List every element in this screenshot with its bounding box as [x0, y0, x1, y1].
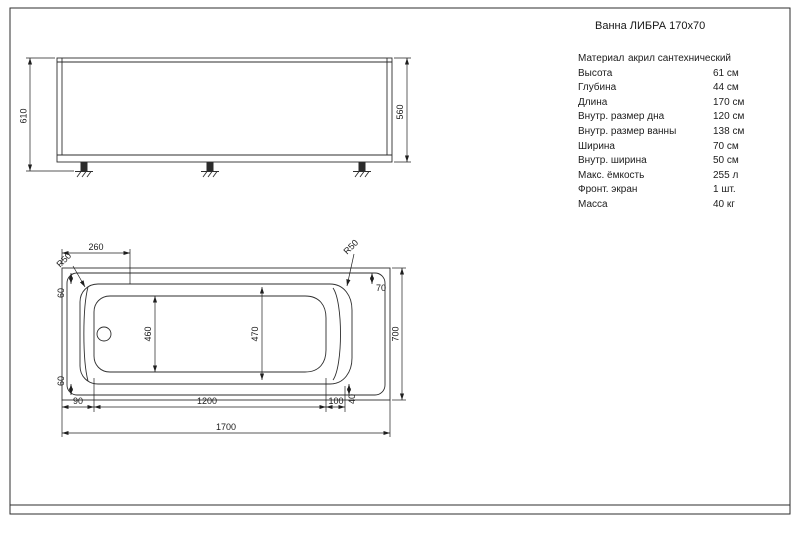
front-panel-outline — [56, 57, 393, 163]
spec-row: Ширина 70 см — [578, 141, 790, 156]
basin-top-edge — [79, 283, 353, 385]
spec-row: Макс. ёмкость 255 л — [578, 170, 790, 185]
spec-value: акрил сантехнический — [628, 53, 732, 64]
front-dimension-lines — [26, 57, 411, 172]
spec-label: Ширина — [578, 140, 615, 152]
spec-value: 61 см — [713, 67, 739, 79]
spec-label: Внутр. размер ванны — [578, 125, 677, 137]
dim-corner-bottom-right: 40 — [347, 394, 357, 404]
sheet-frame — [9, 7, 791, 515]
spec-value: 170 см — [713, 96, 745, 108]
bath-feet — [75, 162, 371, 178]
spec-row: Внутр. размер ванны 138 см — [578, 126, 790, 141]
spec-value: 70 см — [713, 140, 739, 152]
basin-floor-edge — [93, 295, 327, 373]
tub-outer-outline — [61, 267, 391, 401]
spec-value: 255 л — [713, 169, 739, 181]
basin-wall-left-curve — [83, 286, 89, 382]
dim-overall-width: 700 — [391, 326, 401, 341]
drain-hole — [96, 326, 112, 342]
spec-label: Высота — [578, 67, 613, 79]
spec-row: Материал акрил сантехнический — [578, 53, 790, 68]
dim-bottom-left: 90 — [73, 396, 83, 406]
plan-view: 260 R50 R50 60 70 460 470 60 90 1200 100… — [55, 238, 406, 437]
spec-row: Внутр. размер дна 120 см — [578, 111, 790, 126]
spec-value: 50 см — [713, 155, 739, 167]
dim-inner-width-left: 460 — [143, 326, 153, 341]
spec-label: Глубина — [578, 82, 617, 94]
spec-label: Внутр. размер дна — [578, 111, 665, 123]
drawing-title: Ванна ЛИБРА 170x70 — [595, 20, 706, 32]
spec-row: Глубина 44 см — [578, 82, 790, 97]
spec-value: 1 шт. — [713, 184, 736, 196]
front-view: 610 560 — [19, 57, 411, 178]
dim-radius-top-right: R50 — [342, 238, 361, 257]
spec-row: Длина 170 см — [578, 97, 790, 112]
basin-wall-right-curve — [332, 287, 341, 381]
spec-label: Материал — [578, 53, 625, 64]
spec-row: Фронт. экран 1 шт. — [578, 184, 790, 199]
spec-row: Масса 40 кг — [578, 199, 790, 214]
spec-row: Внутр. ширина 50 см — [578, 155, 790, 170]
spec-label: Масса — [578, 198, 608, 210]
spec-value: 40 кг — [713, 198, 735, 210]
dim-bottom-right: 100 — [328, 396, 343, 406]
dim-top-offset: 260 — [88, 242, 103, 252]
dim-front-height-total: 610 — [19, 108, 29, 123]
spec-panel: Ванна ЛИБРА 170x70 Материал акрил сантех… — [578, 20, 790, 214]
spec-value: 44 см — [713, 82, 739, 94]
dim-edge-top-left: 60 — [56, 288, 66, 298]
plan-dimension-lines — [61, 249, 406, 437]
spec-label: Внутр. ширина — [578, 155, 647, 167]
spec-table: Материал акрил сантехнический Высота 61 … — [578, 53, 790, 214]
dim-bottom-floor: 1200 — [197, 396, 217, 406]
spec-label: Макс. ёмкость — [578, 169, 645, 181]
spec-value: 120 см — [713, 111, 745, 123]
dim-front-height-panel: 560 — [395, 104, 405, 119]
dim-edge-top-right: 70 — [376, 283, 386, 293]
dim-inner-width-right: 470 — [250, 326, 260, 341]
tub-rim-outline — [66, 272, 386, 396]
spec-label: Длина — [578, 96, 608, 108]
dim-overall-length: 1700 — [216, 422, 236, 432]
spec-value: 138 см — [713, 125, 745, 137]
spec-label: Фронт. экран — [578, 184, 638, 196]
spec-row: Высота 61 см — [578, 68, 790, 83]
dim-edge-bottom-left: 60 — [56, 376, 66, 386]
